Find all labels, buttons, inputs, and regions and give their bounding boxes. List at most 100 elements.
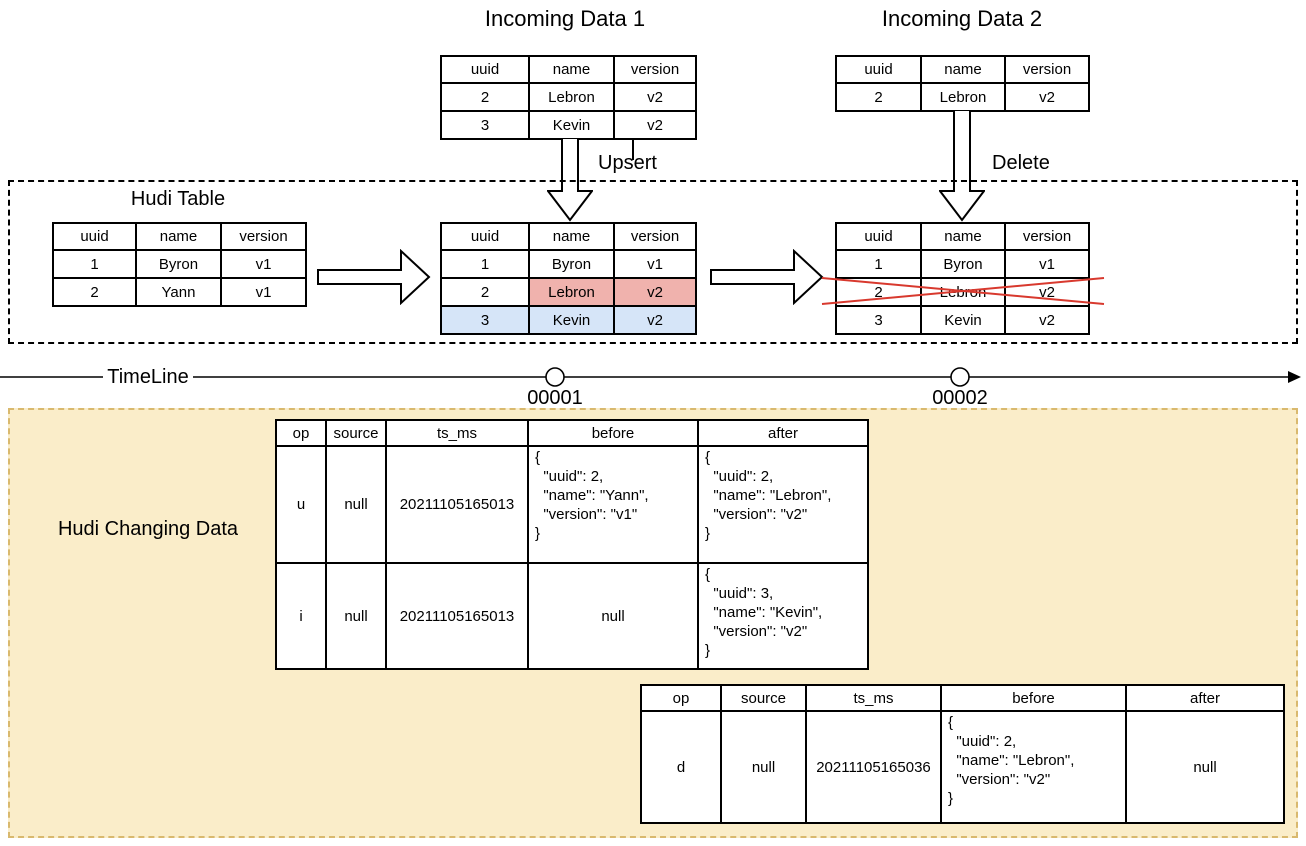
cdc-table-commit-00002: op source ts_ms before after d null 2021… [640, 684, 1285, 824]
column-header: op [640, 684, 722, 712]
hudi-deleted-table: uuid name version 1 Byron v1 2 Lebron v2… [835, 222, 1090, 335]
delete-arrow-icon [939, 110, 985, 222]
column-header: after [697, 419, 869, 447]
table-row: 2 Lebron v2 [835, 82, 1090, 112]
cell: v2 [1004, 82, 1090, 112]
cell-op: d [640, 710, 722, 824]
table-row-inserted: 3 Kevin v2 [440, 305, 697, 335]
cell: Kevin [528, 110, 615, 140]
cell: 1 [52, 249, 137, 279]
cell-ts-ms: 20211105165036 [805, 710, 942, 824]
incoming-data-2-title: Incoming Data 2 [881, 6, 1043, 31]
table-row: 1 Byron v1 [52, 249, 307, 279]
hudi-table-region-label: Hudi Table [130, 188, 226, 210]
cell-after: null [1125, 710, 1285, 824]
column-header: name [135, 222, 222, 251]
timeline-label: TimeLine [107, 366, 189, 388]
column-header: ts_ms [385, 419, 529, 447]
transition-arrow-icon [317, 249, 431, 305]
cell: Byron [135, 249, 222, 279]
commit-marker-00002 [950, 367, 970, 387]
cell: v2 [613, 110, 697, 140]
cell: 2 [440, 82, 530, 112]
table-row: 2 Yann v1 [52, 277, 307, 307]
cell: v1 [613, 249, 697, 279]
table-row-deleted: 2 Lebron v2 [835, 277, 1090, 307]
table-header-row: op source ts_ms before after [275, 419, 869, 447]
upsert-arrow-icon [547, 138, 593, 222]
cell-inserted: v2 [613, 305, 697, 335]
column-header: version [1004, 55, 1090, 84]
incoming-data-1-title: Incoming Data 1 [484, 6, 646, 31]
cell: 2 [440, 277, 530, 307]
cdc-table-commit-00001: op source ts_ms before after u null 2021… [275, 419, 869, 670]
transition-arrow-icon [710, 249, 824, 305]
cdc-row-insert: i null 20211105165013 null { "uuid": 3, … [275, 562, 869, 670]
hudi-table-region [8, 180, 1298, 344]
column-header: ts_ms [805, 684, 942, 712]
table-row-updated: 2 Lebron v2 [440, 277, 697, 307]
column-header: version [613, 222, 697, 251]
cell: Yann [135, 277, 222, 307]
cell-before-json: { "uuid": 2, "name": "Yann", "version": … [527, 445, 699, 564]
cell-updated: Lebron [528, 277, 615, 307]
table-row: 3 Kevin v2 [835, 305, 1090, 335]
column-header: uuid [440, 222, 530, 251]
column-header: source [325, 419, 387, 447]
upsert-label-leader-line [632, 138, 634, 160]
cdc-row-update: u null 20211105165013 { "uuid": 2, "name… [275, 445, 869, 564]
column-header: version [220, 222, 307, 251]
cell: Lebron [528, 82, 615, 112]
table-header-row: uuid name version [440, 222, 697, 251]
deleted-row-cross-icon [821, 277, 1105, 305]
cdc-row-delete: d null 20211105165036 { "uuid": 2, "name… [640, 710, 1285, 824]
cell-before-json: { "uuid": 2, "name": "Lebron", "version"… [940, 710, 1127, 824]
column-header: before [940, 684, 1127, 712]
cell-ts-ms: 20211105165013 [385, 562, 529, 670]
cell-source: null [325, 445, 387, 564]
column-header: name [528, 222, 615, 251]
hudi-initial-table: uuid name version 1 Byron v1 2 Yann v1 [52, 222, 307, 307]
column-header: source [720, 684, 807, 712]
column-header: uuid [440, 55, 530, 84]
cell-source: null [720, 710, 807, 824]
cell-after-json: { "uuid": 2, "name": "Lebron", "version"… [697, 445, 869, 564]
column-header: name [528, 55, 615, 84]
table-header-row: uuid name version [835, 55, 1090, 84]
cell: v1 [1004, 249, 1090, 279]
column-header: name [920, 55, 1006, 84]
cell: 2 [835, 82, 922, 112]
commit-label-00002: 00002 [932, 387, 988, 409]
column-header: uuid [835, 55, 922, 84]
cell: 1 [835, 249, 922, 279]
table-header-row: uuid name version [835, 222, 1090, 251]
hudi-upserted-table: uuid name version 1 Byron v1 2 Lebron v2… [440, 222, 697, 335]
cell: v1 [220, 277, 307, 307]
cell: v1 [220, 249, 307, 279]
cell: 3 [440, 110, 530, 140]
incoming-data-1-table: uuid name version 2 Lebron v2 3 Kevin v2 [440, 55, 697, 140]
column-header: version [613, 55, 697, 84]
commit-label-00001: 00001 [527, 387, 583, 409]
cell-inserted: 3 [440, 305, 530, 335]
cell: v2 [613, 82, 697, 112]
cell: Kevin [920, 305, 1006, 335]
timeline-axis [0, 367, 1301, 387]
cell: 2 [52, 277, 137, 307]
cell: 1 [440, 249, 530, 279]
table-row: 2 Lebron v2 [440, 82, 697, 112]
column-header: uuid [52, 222, 137, 251]
cell-ts-ms: 20211105165013 [385, 445, 529, 564]
cell: v2 [1004, 305, 1090, 335]
delete-label: Delete [992, 152, 1050, 174]
incoming-data-2-table: uuid name version 2 Lebron v2 [835, 55, 1090, 112]
cell-before: null [527, 562, 699, 670]
cell: 3 [835, 305, 922, 335]
column-header: name [920, 222, 1006, 251]
cell-updated: v2 [613, 277, 697, 307]
table-row: 1 Byron v1 [835, 249, 1090, 279]
table-header-row: uuid name version [52, 222, 307, 251]
cell-after-json: { "uuid": 3, "name": "Kevin", "version":… [697, 562, 869, 670]
cell: Byron [920, 249, 1006, 279]
cell: Byron [528, 249, 615, 279]
